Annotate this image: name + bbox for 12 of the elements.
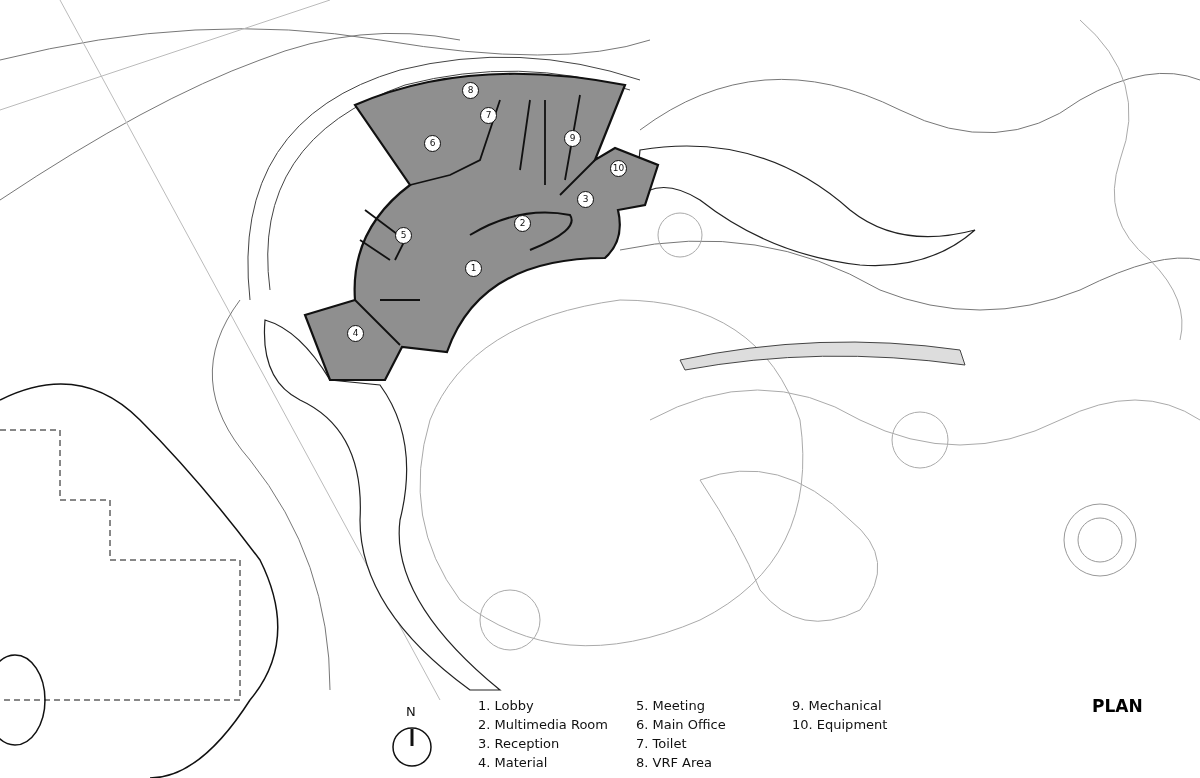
room-key-entry: 2. Multimedia Room <box>478 717 608 732</box>
room-key-entry: 7. Toilet <box>636 736 687 751</box>
room-key-entry: 9. Mechanical <box>792 698 882 713</box>
room-key-entry: 10. Equipment <box>792 717 888 732</box>
room-key-entry: 3. Reception <box>478 736 560 751</box>
room-key-entry: 8. VRF Area <box>636 755 712 770</box>
room-key-entry: 1. Lobby <box>478 698 534 713</box>
room-key-entry: 5. Meeting <box>636 698 705 713</box>
room-key-entry: 4. Material <box>478 755 548 770</box>
room-key-entry: 6. Main Office <box>636 717 726 732</box>
north-label: N <box>406 704 416 719</box>
plan-title: PLAN <box>1092 696 1143 716</box>
